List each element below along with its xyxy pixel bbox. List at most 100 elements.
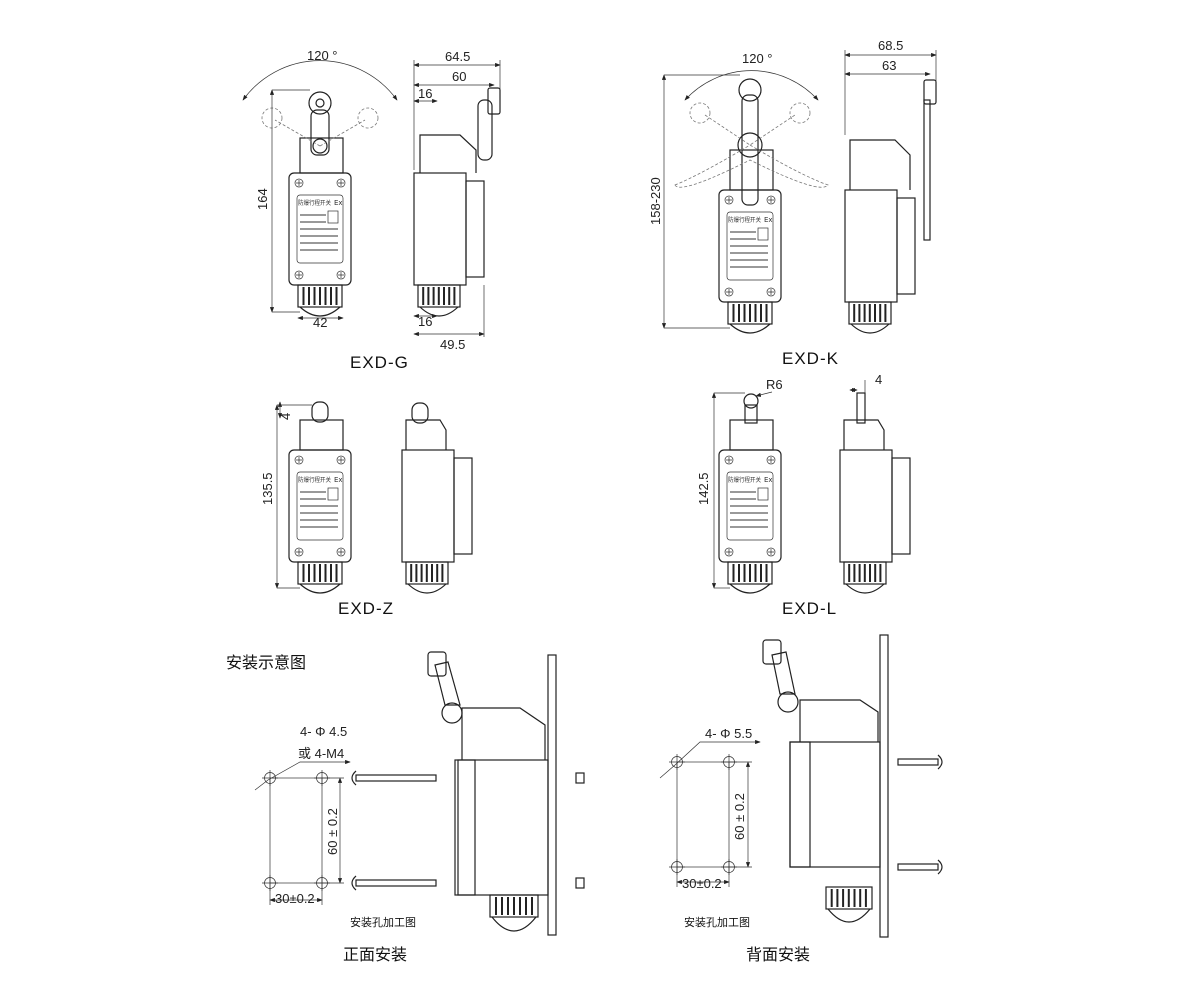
exd-z-height-label: 135.5 [260, 472, 275, 505]
front-cable-gland [489, 894, 539, 918]
hole-centerline [262, 770, 278, 786]
cable-gland [727, 301, 773, 325]
exd-g-angle-label: 120 ° [307, 48, 338, 63]
nameplate-ex-mark: Ex [334, 199, 343, 207]
screw-icon [766, 455, 776, 465]
cable-gland [297, 561, 343, 585]
back-lever-pivot [777, 691, 799, 713]
exd-g-depth-label: 49.5 [440, 337, 465, 352]
cable-gland [405, 561, 449, 585]
ex-logo [757, 487, 769, 501]
exd-g-side-lever [477, 99, 493, 161]
exd-k-roller-left-ghost [689, 102, 711, 124]
exd-k-angle-arc [684, 70, 819, 101]
screw-cross [726, 289, 732, 295]
screw-cross [768, 457, 774, 463]
exd-g-side-roller [487, 87, 501, 115]
screw-icon [294, 455, 304, 465]
switch-cover [453, 457, 473, 555]
nameplate [726, 211, 774, 281]
front-mount-caption: 正面安装 [343, 945, 407, 964]
exd-k-side-roller-label: 63 [882, 58, 896, 73]
exd-l-plunger [744, 404, 758, 424]
screw-cross [768, 197, 774, 203]
front-vertical-dim-label: 60 ± 0.2 [325, 808, 340, 855]
exd-k-side-view [844, 189, 916, 334]
nameplate-ex-mark: Ex [334, 476, 343, 484]
ex-logo [327, 487, 339, 501]
exd-g-roller-axle [315, 98, 325, 108]
back-horizontal-dim-label: 30±0.2 [682, 876, 722, 891]
ex-logo [327, 210, 339, 224]
screw-cross [726, 549, 732, 555]
exd-g-height-label: 164 [255, 188, 270, 210]
exd-l-side-view [839, 449, 911, 594]
back-switch-head [799, 699, 879, 742]
exd-k-roller-right-ghost [789, 102, 811, 124]
screw-cross [296, 549, 302, 555]
screw-icon [336, 178, 346, 188]
exd-k-angle-label: 120 ° [742, 51, 773, 66]
exd-g-side-view [413, 172, 485, 317]
back-switch-cover [789, 741, 811, 868]
screw-icon [294, 270, 304, 280]
hole-pattern-outline [676, 761, 730, 868]
screw-icon [766, 287, 776, 297]
back-hole-pattern [669, 754, 737, 875]
switch-body-side [839, 449, 893, 563]
screw-icon [336, 270, 346, 280]
front-horizontal-dim-label: 30±0.2 [275, 891, 315, 906]
ex-logo [757, 227, 769, 241]
mounting-bolt [897, 863, 939, 871]
exd-g-roller-right-ghost [357, 107, 379, 129]
back-mount-caption: 背面安装 [746, 945, 810, 964]
front-hole-caption: 安装孔加工图 [350, 915, 416, 929]
exd-g-side-head [419, 134, 477, 173]
gland-cap [419, 306, 459, 317]
screw-cross [338, 272, 344, 278]
exd-l-height-label: 142.5 [696, 472, 711, 505]
screw-cross [768, 549, 774, 555]
screw-icon [724, 455, 734, 465]
exd-k-pivot [737, 132, 763, 158]
front-switch-cover [457, 759, 476, 896]
cable-gland [848, 301, 892, 325]
exd-k-height-label: 158-230 [648, 177, 663, 225]
exd-z-side-head [405, 419, 447, 450]
screw-cross [296, 180, 302, 186]
gland-cap [729, 583, 771, 594]
front-lever [434, 661, 461, 706]
mounting-bolt [897, 758, 939, 766]
switch-cover [465, 180, 485, 278]
mounting-bolt [355, 879, 437, 887]
installation-title: 安装示意图 [226, 653, 306, 672]
exd-l-head [729, 419, 774, 451]
exd-k-upper-swing [704, 114, 796, 146]
mounting-bolt [355, 774, 437, 782]
nameplate-ex-mark: Ex [764, 476, 773, 484]
exd-k-lower-swing [674, 144, 829, 188]
front-hole-pattern [262, 770, 330, 891]
exd-l-caption: EXD-L [782, 599, 837, 618]
gland-cap [299, 583, 341, 594]
switch-body-side [844, 189, 898, 303]
cable-gland [417, 284, 461, 308]
bolt-head [351, 770, 357, 786]
exd-l-side-plunger [856, 392, 866, 424]
exd-z-side-plunger [411, 402, 429, 424]
nut [575, 772, 585, 784]
exd-k-side-total-label: 68.5 [878, 38, 903, 53]
back-gland-cap [827, 908, 871, 923]
back-hole-leader [659, 739, 761, 779]
nameplate-ex-mark: Ex [764, 216, 773, 224]
back-vertical-dim-label: 60 ± 0.2 [732, 793, 747, 840]
screw-icon [336, 547, 346, 557]
exd-k-side-head [849, 139, 911, 190]
exd-l-radius-label: R6 [766, 377, 783, 392]
exd-g-bottom-offset-label: 16 [418, 314, 432, 329]
